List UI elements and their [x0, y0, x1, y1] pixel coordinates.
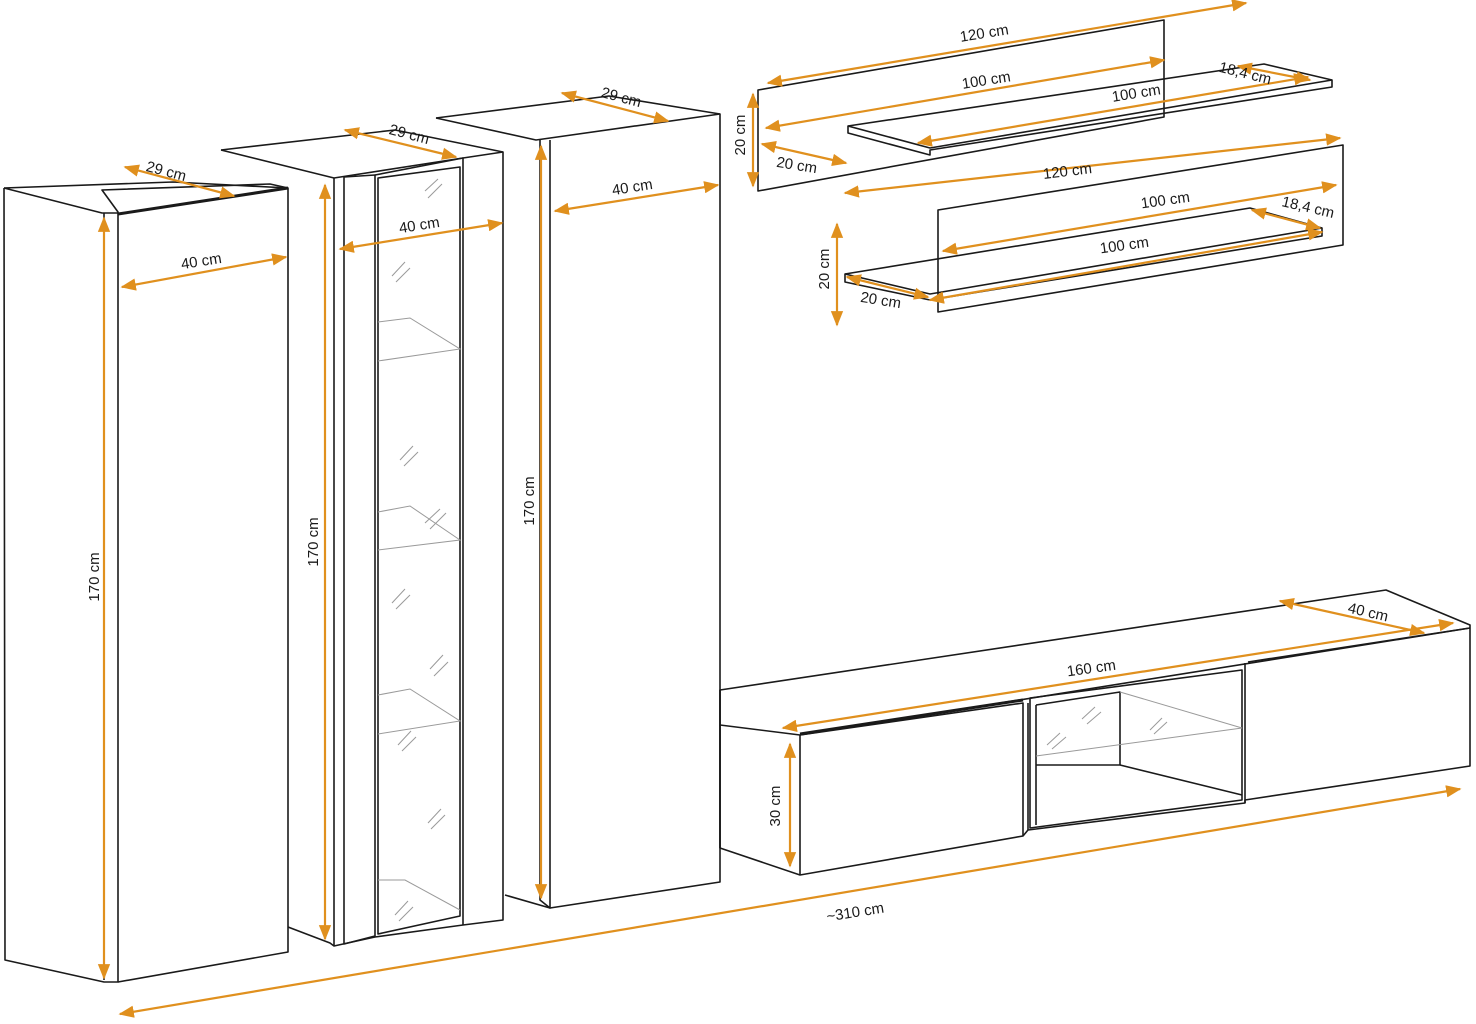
tall-cabinet-right	[435, 95, 721, 909]
label-cab3-width: 40 cm	[611, 176, 654, 199]
glass-cabinet	[220, 129, 504, 947]
tall-cabinet-left	[3, 181, 289, 983]
label-shelf2-panel-inner: 100 cm	[1140, 189, 1191, 213]
label-cab2-height: 170 cm	[305, 517, 322, 566]
label-shelf1-panel-width: 120 cm	[959, 21, 1010, 45]
label-shelf1-height: 20 cm	[732, 115, 749, 156]
label-shelf2-depth: 20 cm	[859, 289, 902, 312]
label-total-width: ~310 cm	[825, 900, 885, 926]
wall-shelf-lower	[844, 144, 1344, 313]
label-shelf2-board-width: 100 cm	[1099, 234, 1150, 258]
label-cab1-width: 40 cm	[180, 250, 223, 273]
label-shelf1-depth: 20 cm	[775, 154, 818, 177]
dimension-labels: 29 cm 40 cm 170 cm 29 cm 40 cm 170 cm 29…	[86, 21, 1390, 925]
label-shelf2-panel-width: 120 cm	[1042, 160, 1093, 183]
label-shelf1-panel-inner: 100 cm	[961, 68, 1012, 92]
label-cab1-height: 170 cm	[86, 552, 103, 601]
tv-stand	[719, 589, 1471, 876]
label-cab2-depth: 29 cm	[387, 121, 431, 148]
label-cab1-depth: 29 cm	[144, 158, 188, 185]
dimension-lines	[97, 0, 1462, 1018]
label-cab3-height: 170 cm	[521, 476, 538, 525]
label-tv-width: 160 cm	[1066, 657, 1117, 681]
label-shelf2-height: 20 cm	[816, 249, 833, 290]
label-cab2-width: 40 cm	[398, 214, 441, 237]
label-tv-height: 30 cm	[767, 786, 784, 827]
label-cab3-depth: 29 cm	[599, 84, 643, 111]
label-shelf2-board-depth: 18,4 cm	[1280, 193, 1336, 222]
